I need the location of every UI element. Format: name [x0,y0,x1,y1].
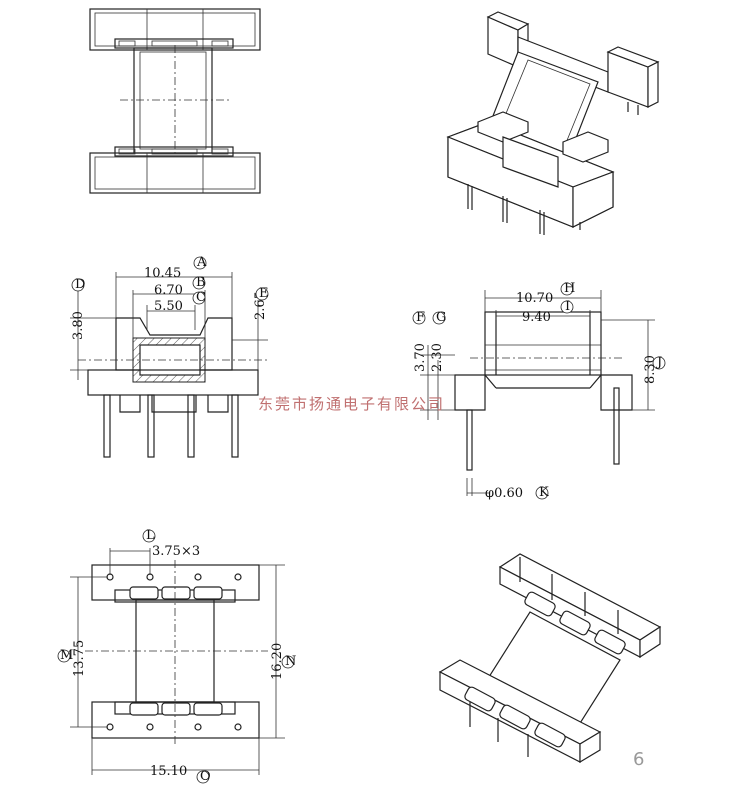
front-view [70,272,268,458]
dim-h-letter: H [564,281,575,296]
dimension-labels: 10.45 A 6.70 B 5.50 C 3.80 D 2.65 E 3.70… [57,255,666,784]
bottom-view [70,548,285,775]
dim-m-value: 13.75 [72,640,87,677]
dim-n-letter: N [285,654,296,669]
dim-m-letter: M [60,648,73,663]
dim-d-letter: D [75,277,85,292]
dim-g-letter: G [436,310,446,325]
isometric-view-bottom [438,553,662,764]
dim-f-value: 3.70 [413,343,428,372]
company-watermark: 东莞市扬通电子有限公司 [258,395,445,413]
top-view [89,8,261,194]
dim-d-value: 3.80 [71,311,86,340]
dim-k-letter: K [539,485,549,500]
dim-c-value: 5.50 [154,299,183,314]
dim-l-letter: L [146,528,155,543]
dim-f-letter: F [416,310,425,325]
side-view [420,290,655,496]
dim-a-value: 10.45 [144,266,181,281]
dim-n-value: 16.20 [270,643,285,680]
dim-b-letter: B [196,275,206,290]
dim-k-value: φ0.60 [485,486,523,501]
isometric-view-top [446,11,660,235]
dim-j-letter: J [655,355,662,370]
dim-i-value: 9.40 [522,310,551,325]
page-number: 6 [633,749,644,770]
dim-g-value: 2.30 [430,343,445,372]
dim-a-letter: A [196,255,207,270]
dim-e-letter: E [259,286,269,301]
dim-o-letter: O [200,769,211,784]
dim-h-value: 10.70 [516,291,553,306]
dim-b-value: 6.70 [154,283,183,298]
dim-o-value: 15.10 [150,764,187,779]
dim-l-value: 3.75×3 [152,544,200,559]
dim-i-letter: I [565,299,570,314]
dim-c-letter: C [196,290,206,305]
